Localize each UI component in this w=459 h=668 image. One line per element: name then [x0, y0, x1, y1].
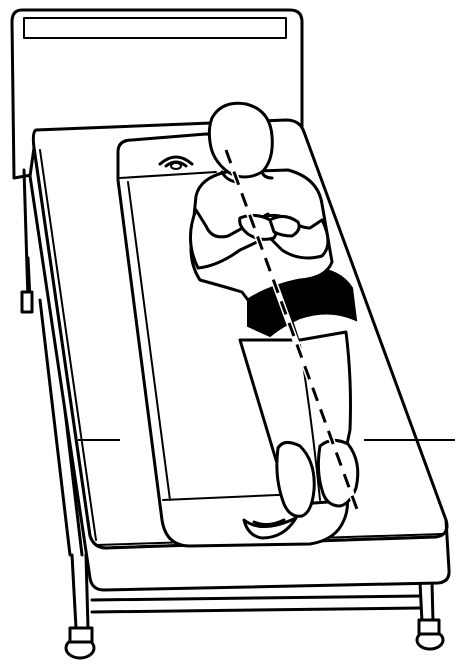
diagram-canvas: [0, 0, 459, 668]
bed-diagram: [0, 0, 459, 668]
